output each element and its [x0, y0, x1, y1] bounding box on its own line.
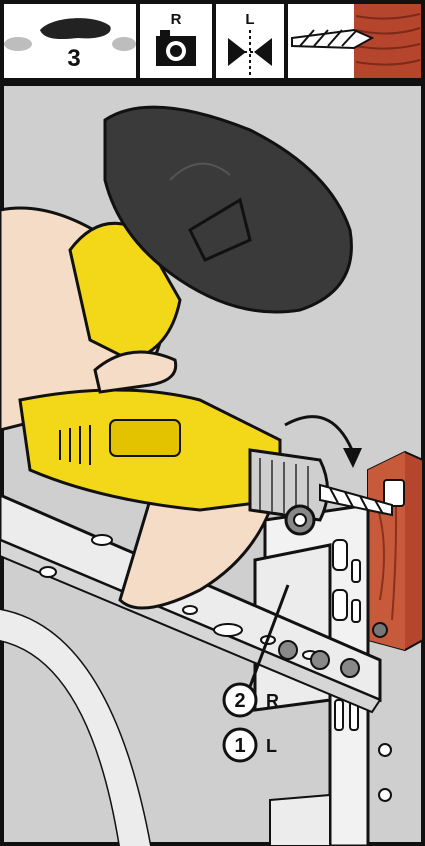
callout-number: 2 [234, 690, 245, 712]
wood-jamb [368, 452, 423, 650]
callout-side: L [266, 736, 277, 756]
camera-side-label: R [171, 11, 182, 28]
callout-number: 1 [234, 735, 245, 757]
direction-side-label: L [245, 11, 254, 28]
step-number: 3 [67, 45, 80, 72]
callout-side: R [266, 691, 279, 711]
main-scene: 2 R 1 L [0, 84, 423, 846]
